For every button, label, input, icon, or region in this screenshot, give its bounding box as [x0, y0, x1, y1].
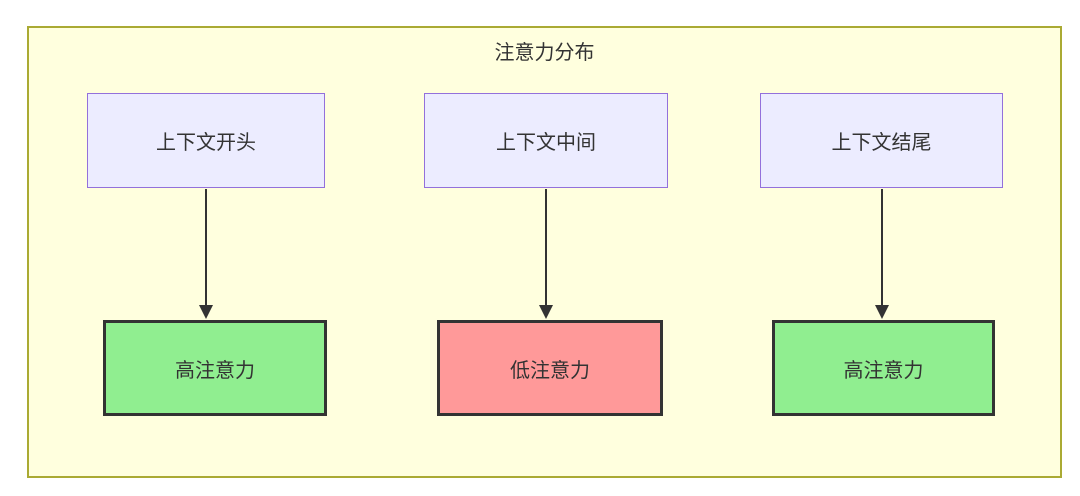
node-context-end: 上下文结尾	[760, 93, 1003, 188]
node-context-start-label: 上下文开头	[156, 132, 256, 154]
cluster-title: 注意力分布	[494, 42, 595, 64]
node-high-attention-end-label: 高注意力	[843, 359, 924, 382]
node-high-attention-start: 高注意力	[103, 320, 327, 416]
node-low-attention-middle: 低注意力	[437, 320, 663, 416]
node-context-end-label: 上下文结尾	[831, 132, 932, 154]
node-low-attention-middle-label: 低注意力	[510, 359, 590, 382]
node-context-middle-label: 上下文中间	[496, 132, 596, 154]
node-high-attention-end: 高注意力	[772, 320, 995, 416]
node-context-start: 上下文开头	[87, 93, 325, 188]
node-high-attention-start-label: 高注意力	[175, 359, 255, 382]
node-context-middle: 上下文中间	[424, 93, 668, 188]
